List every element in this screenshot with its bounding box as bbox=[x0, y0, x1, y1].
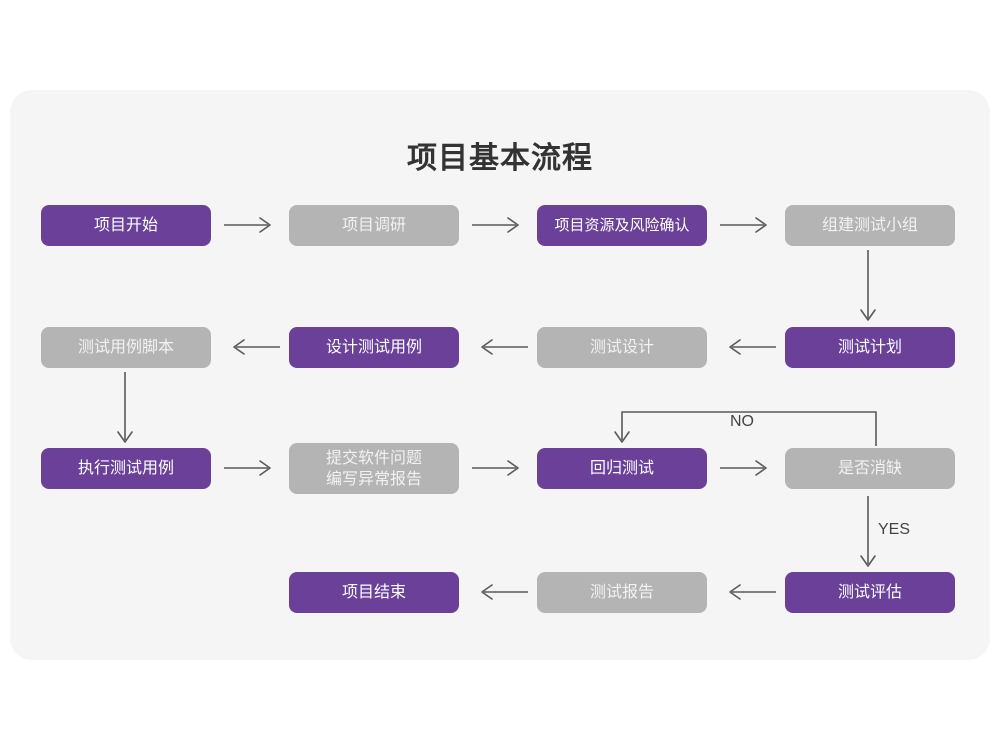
flow-node-execute-test-cases[interactable]: 执行测试用例 bbox=[41, 448, 211, 489]
flow-node-regression-test[interactable]: 回归测试 bbox=[537, 448, 707, 489]
edge-label-yes: YES bbox=[878, 521, 911, 538]
flow-node-defect-resolved-decision[interactable]: 是否消缺 bbox=[785, 448, 955, 489]
flow-node-project-end[interactable]: 项目结束 bbox=[289, 572, 459, 613]
flow-node-build-test-team[interactable]: 组建测试小组 bbox=[785, 205, 955, 246]
flow-node-test-evaluation[interactable]: 测试评估 bbox=[785, 572, 955, 613]
flow-node-project-start[interactable]: 项目开始 bbox=[41, 205, 211, 246]
flow-node-test-design[interactable]: 测试设计 bbox=[537, 327, 707, 368]
flow-node-test-report[interactable]: 测试报告 bbox=[537, 572, 707, 613]
flow-node-test-case-script[interactable]: 测试用例脚本 bbox=[41, 327, 211, 368]
flowchart-panel bbox=[10, 90, 990, 660]
edge-label-no: NO bbox=[730, 413, 754, 430]
flow-node-test-plan[interactable]: 测试计划 bbox=[785, 327, 955, 368]
flow-node-submit-defect-report[interactable]: 提交软件问题 编写异常报告 bbox=[289, 443, 459, 494]
flow-node-design-test-cases[interactable]: 设计测试用例 bbox=[289, 327, 459, 368]
flow-node-resource-risk-confirm[interactable]: 项目资源及风险确认 bbox=[537, 205, 707, 246]
page-title: 项目基本流程 bbox=[407, 142, 593, 175]
flow-node-project-research[interactable]: 项目调研 bbox=[289, 205, 459, 246]
